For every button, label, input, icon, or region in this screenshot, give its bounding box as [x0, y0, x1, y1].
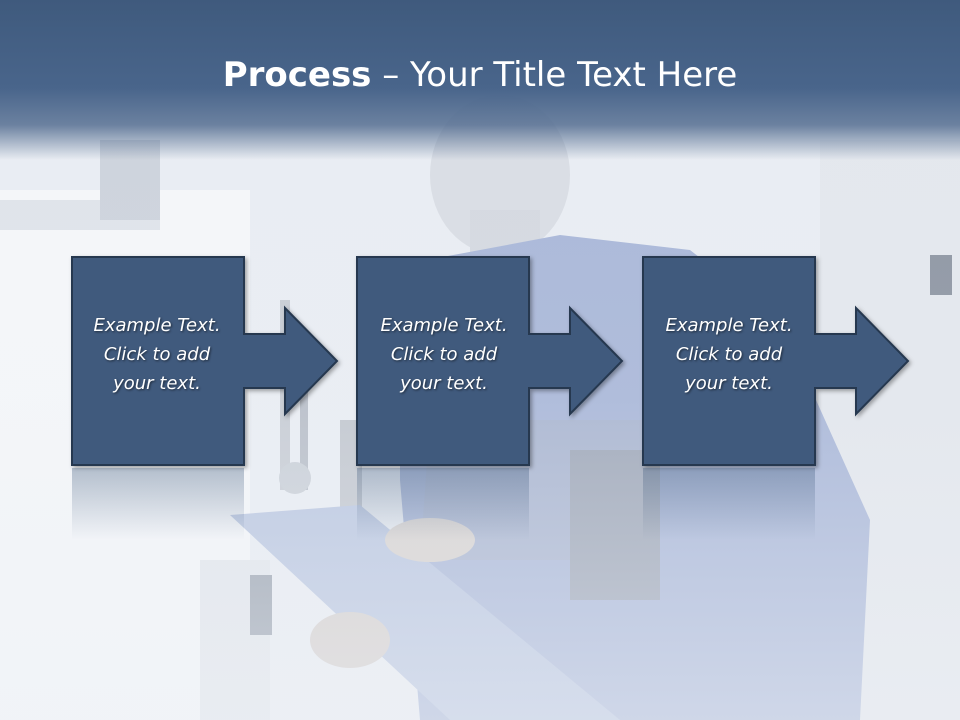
- step-2-shape: [356, 256, 624, 466]
- step-3-shape: [642, 256, 910, 466]
- step-1-line-2: Click to add: [103, 344, 211, 365]
- step-2-text[interactable]: Example Text. Click to add your text.: [357, 311, 531, 398]
- step-3-text[interactable]: Example Text. Click to add your text.: [642, 311, 816, 398]
- step-1-text[interactable]: Example Text. Click to add your text.: [70, 311, 244, 398]
- step-3-line-3: your text.: [685, 373, 773, 394]
- process-step-2[interactable]: [356, 256, 624, 540]
- step-2-reflection: [357, 468, 529, 540]
- step-3-reflection: [643, 468, 815, 540]
- step-2-line-1: Example Text.: [380, 315, 508, 336]
- title-bold: Process: [222, 55, 372, 95]
- step-1-reflection: [72, 468, 244, 540]
- process-step-1[interactable]: [71, 256, 339, 540]
- title-rest: – Your Title Text Here: [371, 55, 738, 95]
- step-1-shape: [71, 256, 339, 466]
- step-3-line-1: Example Text.: [665, 315, 793, 336]
- step-2-line-3: your text.: [400, 373, 488, 394]
- title-bar: [0, 0, 960, 160]
- step-3-line-2: Click to add: [675, 344, 783, 365]
- step-1-line-1: Example Text.: [93, 315, 221, 336]
- step-1-line-3: your text.: [113, 373, 201, 394]
- slide-title[interactable]: Process – Your Title Text Here: [0, 52, 960, 98]
- step-2-line-2: Click to add: [390, 344, 498, 365]
- process-step-3[interactable]: [642, 256, 910, 540]
